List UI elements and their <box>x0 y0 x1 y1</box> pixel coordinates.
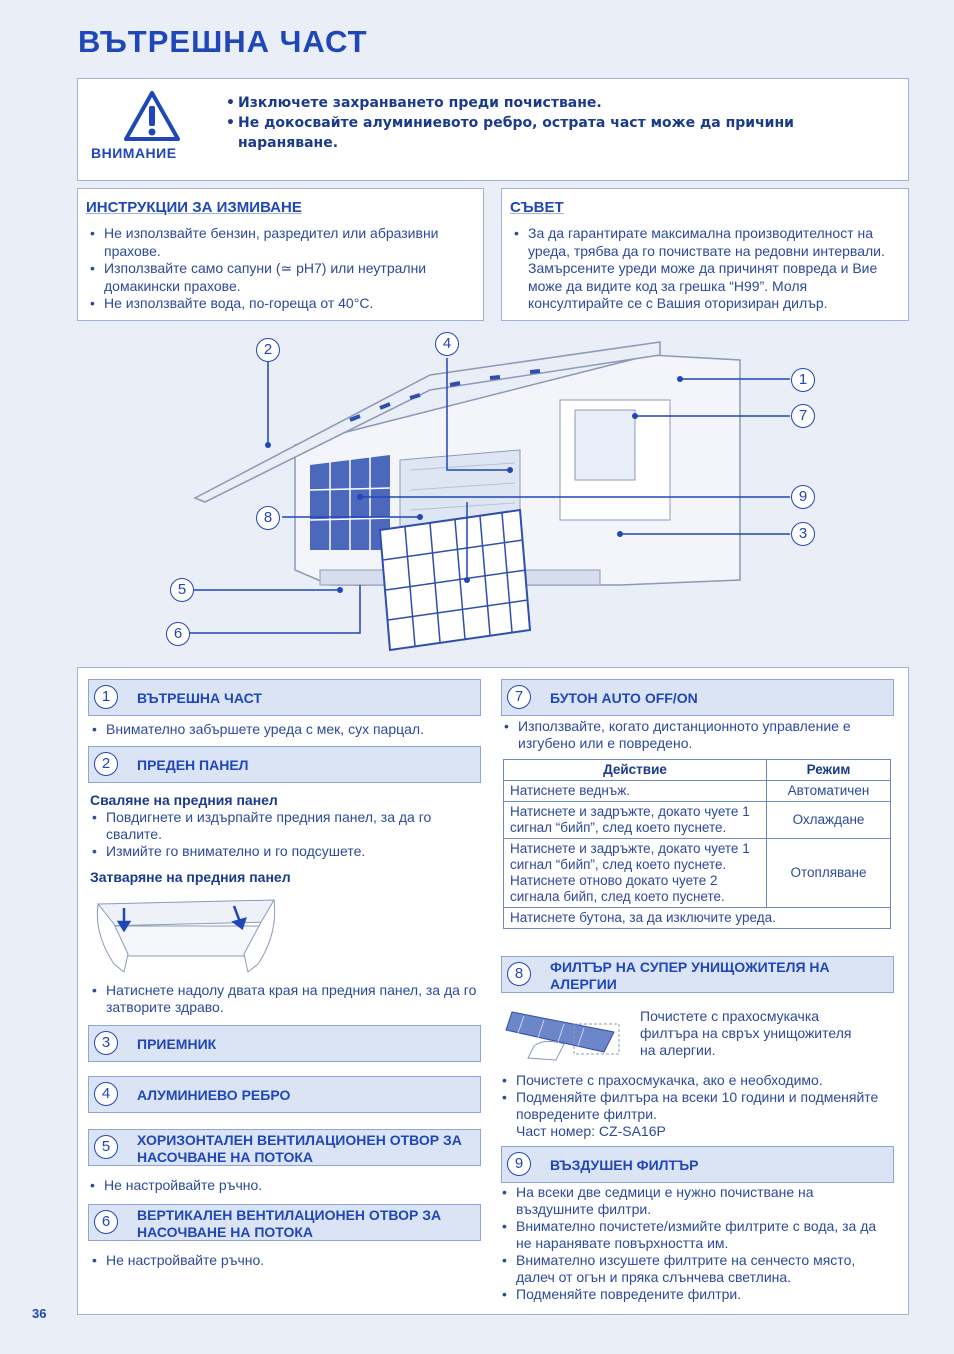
section-number: 2 <box>94 752 118 776</box>
section-3-header: 3 ПРИЕМНИК <box>88 1025 481 1062</box>
list-item: Използвайте, когато дистанционното управ… <box>502 718 890 752</box>
caution-label: ВНИМАНИЕ <box>91 145 177 161</box>
section-number: 7 <box>507 685 531 709</box>
section-number: 5 <box>94 1135 118 1159</box>
callout-3: 3 <box>791 522 815 546</box>
section-2-remove: Сваляне на предния панел Повдигнете и из… <box>90 792 480 886</box>
section-title: ПРЕДЕН ПАНЕЛ <box>137 757 249 773</box>
callout-5: 5 <box>170 578 194 602</box>
close-panel-title: Затваряне на предния панел <box>90 869 291 885</box>
section-title: ВЪЗДУШЕН ФИЛТЪР <box>550 1157 699 1173</box>
table-header: Режим <box>766 759 891 781</box>
list-item: Внимателно почистете/измийте филтрите с … <box>500 1218 890 1252</box>
section-1-text: Внимателно забършете уреда с мек, сух па… <box>90 721 480 738</box>
caution-list: Изключете захранването преди почистване.… <box>226 93 858 153</box>
section-7-text: Използвайте, когато дистанционното управ… <box>502 718 890 752</box>
auto-button-table: Действие Режим Натиснете веднъж. Автомат… <box>503 759 891 929</box>
list-item: Внимателно забършете уреда с мек, сух па… <box>90 721 480 738</box>
close-panel-illustration <box>96 898 276 973</box>
washing-title: ИНСТРУКЦИИ ЗА ИЗМИВАНЕ <box>86 199 302 216</box>
section-title: ФИЛТЪР НА СУПЕР УНИЩОЖИТЕЛЯ НА АЛЕРГИИ <box>550 959 830 992</box>
section-8-header: 8 ФИЛТЪР НА СУПЕР УНИЩОЖИТЕЛЯ НА АЛЕРГИИ <box>501 956 894 993</box>
list-item: На всеки две седмици е нужно почистване … <box>500 1184 890 1218</box>
callout-6: 6 <box>166 622 190 646</box>
section-title: ВЕРТИКАЛЕН ВЕНТИЛАЦИОНЕН ОТВОР ЗА НАСОЧВ… <box>137 1207 442 1240</box>
section-title: АЛУМИНИЕВО РЕБРО <box>137 1087 291 1103</box>
callout-1: 1 <box>791 368 815 392</box>
section-6-text: Не настройвайте ръчно. <box>90 1252 480 1269</box>
warning-triangle-icon <box>124 91 180 141</box>
allergen-filter-illustration <box>505 1011 620 1061</box>
section-number: 9 <box>507 1152 531 1176</box>
section-9-header: 9 ВЪЗДУШЕН ФИЛТЪР <box>501 1146 894 1183</box>
section-title: БУТОН AUTO OFF/ON <box>550 690 698 706</box>
advice-box: СЪВЕТ За да гарантирате максимална произ… <box>501 188 909 321</box>
table-cell: Натиснете и задръжте, докато чуете 1 сиг… <box>503 801 767 839</box>
section-6-header: 6 ВЕРТИКАЛЕН ВЕНТИЛАЦИОНЕН ОТВОР ЗА НАСО… <box>88 1204 481 1241</box>
table-cell: Автоматичен <box>766 780 891 802</box>
callout-9: 9 <box>791 485 815 509</box>
washing-instructions-box: ИНСТРУКЦИИ ЗА ИЗМИВАНЕ Не използвайте бе… <box>77 188 484 321</box>
section-2-close: Натиснете надолу двата края на предния п… <box>90 982 480 1016</box>
advice-title: СЪВЕТ <box>510 199 564 216</box>
table-cell: Отопляване <box>766 838 891 908</box>
section-number: 8 <box>507 962 531 986</box>
section-number: 1 <box>94 685 118 709</box>
advice-list: За да гарантирате максимална производите… <box>512 225 900 313</box>
section-8-text: Почистете с прахосмукачка, ако е необход… <box>500 1072 890 1140</box>
table-cell: Охлаждане <box>766 801 891 839</box>
list-item: Внимателно изсушете филтрите на сенчесто… <box>500 1252 890 1286</box>
table-row: Натиснете веднъж. Автоматичен <box>503 780 891 802</box>
section-number: 3 <box>94 1031 118 1055</box>
section-2-header: 2 ПРЕДЕН ПАНЕЛ <box>88 746 481 783</box>
table-row: Натиснете и задръжте, докато чуете 1 сиг… <box>503 801 891 839</box>
callout-8: 8 <box>256 506 280 530</box>
list-item: Натиснете надолу двата края на предния п… <box>90 982 480 1016</box>
allergen-filter-caption: Почистете с прахосмукачка филтъра на свр… <box>640 1008 852 1058</box>
section-title: ПРИЕМНИК <box>137 1036 217 1052</box>
caution-item: Не докосвайте алуминиевото ребро, острат… <box>226 113 858 153</box>
callout-2: 2 <box>256 338 280 362</box>
table-cell: Натиснете и задръжте, докато чуете 1 сиг… <box>503 838 767 908</box>
section-5-header: 5 ХОРИЗОНТАЛЕН ВЕНТИЛАЦИОНЕН ОТВОР ЗА НА… <box>88 1129 481 1166</box>
caution-item: Изключете захранването преди почистване. <box>226 93 858 113</box>
table-row: Натиснете бутона, за да изключите уреда. <box>503 907 891 929</box>
list-item: Не настройвайте ръчно. <box>88 1177 478 1194</box>
list-item: Измийте го внимателно и го подсушете. <box>90 843 480 860</box>
caution-box: ВНИМАНИЕ Изключете захранването преди по… <box>77 78 909 181</box>
table-row: Натиснете и задръжте, докато чуете 1 сиг… <box>503 838 891 908</box>
list-item: Подменяйте филтъра на всеки 10 години и … <box>500 1089 890 1123</box>
callout-4: 4 <box>435 332 459 356</box>
washing-item: Не използвайте бензин, разредител или аб… <box>88 225 475 260</box>
list-item: Подменяйте повредените филтри. <box>500 1286 890 1303</box>
table-header: Действие <box>503 759 767 781</box>
page-title: ВЪТРЕШНА ЧАСТ <box>78 24 368 59</box>
indoor-unit-diagram <box>188 341 790 652</box>
section-title: ВЪТРЕШНА ЧАСТ <box>137 690 262 706</box>
section-4-header: 4 АЛУМИНИЕВО РЕБРО <box>88 1076 481 1113</box>
table-footer: Натиснете бутона, за да изключите уреда. <box>503 907 891 929</box>
section-9-text: На всеки две седмици е нужно почистване … <box>500 1184 890 1303</box>
part-number: Част номер: CZ-SA16P <box>516 1123 666 1139</box>
washing-item: Използвайте само сапуни (≃ pH7) или неут… <box>88 260 475 295</box>
section-title: ХОРИЗОНТАЛЕН ВЕНТИЛАЦИОНЕН ОТВОР ЗА НАСО… <box>137 1132 462 1165</box>
section-1-header: 1 ВЪТРЕШНА ЧАСТ <box>88 679 481 716</box>
list-item: Не настройвайте ръчно. <box>90 1252 480 1269</box>
advice-item: За да гарантирате максимална производите… <box>512 225 900 313</box>
section-5-text: Не настройвайте ръчно. <box>88 1177 478 1194</box>
table-cell: Натиснете веднъж. <box>503 780 767 802</box>
section-7-header: 7 БУТОН AUTO OFF/ON <box>501 679 894 716</box>
section-number: 4 <box>94 1082 118 1106</box>
page-number: 36 <box>32 1306 47 1321</box>
callout-7: 7 <box>791 404 815 428</box>
washing-item: Не използвайте вода, по-гореща от 40°C. <box>88 295 475 313</box>
remove-panel-title: Сваляне на предния панел <box>90 792 278 808</box>
list-item: Повдигнете и издърпайте предния панел, з… <box>90 809 480 843</box>
list-item: Почистете с прахосмукачка, ако е необход… <box>500 1072 890 1089</box>
section-number: 6 <box>94 1210 118 1234</box>
washing-list: Не използвайте бензин, разредител или аб… <box>88 225 475 313</box>
